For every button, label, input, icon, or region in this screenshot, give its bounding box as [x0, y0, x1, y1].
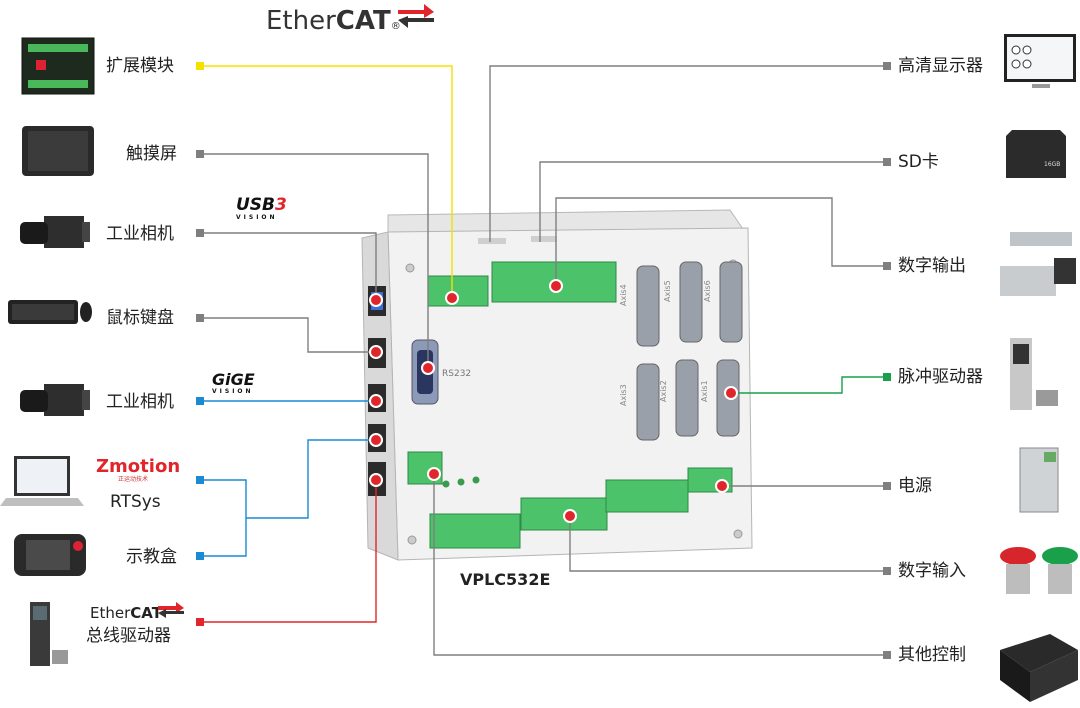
usb3-vision-logo: USB3 VISION	[236, 196, 287, 222]
ethercat-ether: Ether	[266, 6, 336, 36]
label-digital-input: 数字输入	[898, 561, 966, 581]
power-supply-icon	[1020, 448, 1058, 512]
label-keyboard-mouse: 鼠标键盘	[106, 308, 174, 328]
sd-capacity: 16GB	[1044, 161, 1060, 168]
zmotion-main: Zmotion	[96, 456, 180, 477]
touch-screen-icon	[22, 126, 94, 176]
ethercat-cat: CAT	[336, 6, 391, 36]
label-bus-drive: 总线驱动器	[86, 626, 171, 646]
hd-monitor-icon	[1004, 34, 1076, 88]
axis-label: Axis4	[619, 284, 628, 306]
ethercat-logo: EtherCAT®	[266, 6, 401, 36]
teach-pendant-icon	[14, 534, 86, 576]
axis-label: Axis3	[619, 384, 628, 406]
gige-sub: VISION	[212, 388, 255, 396]
expansion-module-icon	[22, 38, 94, 94]
label-expansion-module: 扩展模块	[106, 56, 174, 76]
push-buttons-icon	[1000, 547, 1078, 594]
usb3-accent: 3	[275, 195, 287, 215]
bus-ether: Ether	[90, 604, 130, 622]
label-pulse-drive: 脉冲驱动器	[898, 367, 983, 387]
axis-label: Axis6	[703, 280, 712, 302]
bus-ethercat-logo: EtherCAT	[90, 604, 162, 622]
label-touch-screen: 触摸屏	[126, 144, 177, 164]
label-digital-output: 数字输出	[898, 256, 966, 276]
plc-module-icon	[1000, 634, 1078, 702]
label-other-control: 其他控制	[898, 645, 966, 665]
zmotion-sub: 正运动技术	[96, 476, 180, 484]
label-hd-monitor: 高清显示器	[898, 56, 983, 76]
label-rtsys: RTSys	[110, 492, 161, 512]
usb3-sub: VISION	[236, 214, 287, 222]
bus-ethercat-arrows-icon	[158, 602, 184, 618]
zmotion-logo: Zmotion 正运动技术	[96, 458, 180, 484]
axis-label: Axis5	[663, 280, 672, 302]
gige-camera-icon	[20, 384, 90, 416]
laptop-icon	[0, 456, 84, 506]
ethercat-arrows-icon	[398, 4, 434, 28]
sd-card-icon: 16GB	[1006, 130, 1066, 178]
label-teach-pendant: 示教盒	[126, 547, 177, 567]
gige-vision-logo: GiGE VISION	[212, 372, 255, 396]
pneumatic-valve-icon	[1000, 232, 1076, 296]
label-gige-camera: 工业相机	[106, 392, 174, 412]
label-usb-camera: 工业相机	[106, 224, 174, 244]
pulse-drive-icon	[1010, 338, 1058, 410]
keyboard-mouse-icon	[8, 300, 92, 324]
label-sd-card: SD卡	[898, 152, 939, 172]
rs232-label: RS232	[442, 369, 471, 379]
gige-main: GiGE	[212, 370, 255, 389]
controller-model: VPLC532E	[460, 570, 550, 590]
label-power-supply: 电源	[898, 476, 932, 496]
axis-label: Axis2	[659, 380, 668, 402]
usb-camera-icon	[20, 216, 90, 248]
bus-servo-drive-icon	[30, 602, 68, 666]
usb3-main: USB	[236, 195, 275, 215]
axis-label: Axis1	[700, 380, 709, 402]
